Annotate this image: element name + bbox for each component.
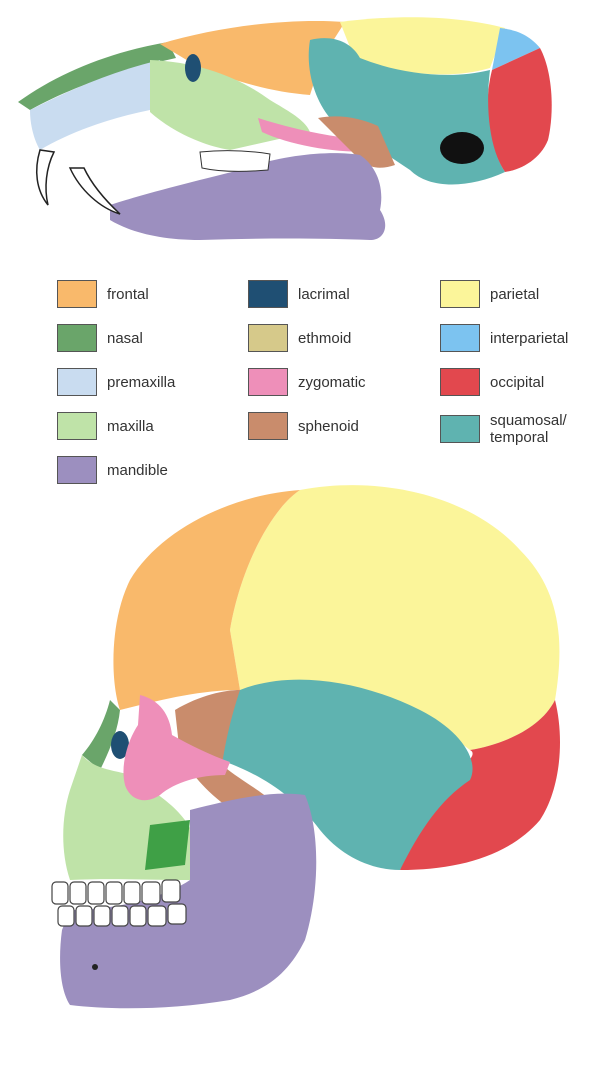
legend-swatch-lacrimal <box>248 280 288 308</box>
legend-swatch-maxilla <box>57 412 97 440</box>
human-skull-illustration <box>0 470 605 1070</box>
rat-auditory-opening <box>440 132 484 164</box>
legend-item-frontal: frontal <box>57 280 149 308</box>
legend-swatch-nasal <box>57 324 97 352</box>
bone-color-legend: frontalnasalpremaxillamaxillamandiblelac… <box>0 272 605 492</box>
legend-label-premaxilla: premaxilla <box>107 374 175 391</box>
legend-item-maxilla: maxilla <box>57 412 154 440</box>
legend-label-lacrimal: lacrimal <box>298 286 350 303</box>
legend-swatch-zygomatic <box>248 368 288 396</box>
legend-label-nasal: nasal <box>107 330 143 347</box>
legend-swatch-frontal <box>57 280 97 308</box>
legend-item-parietal: parietal <box>440 280 539 308</box>
human-mental-foramen <box>92 964 98 970</box>
legend-swatch-premaxilla <box>57 368 97 396</box>
legend-label-parietal: parietal <box>490 286 539 303</box>
legend-swatch-sphenoid <box>248 412 288 440</box>
legend-item-sphenoid: sphenoid <box>248 412 359 440</box>
human-nasal-fragment <box>145 820 190 870</box>
rat-upper-incisor <box>37 150 54 205</box>
legend-label-ethmoid: ethmoid <box>298 330 351 347</box>
legend-label-frontal: frontal <box>107 286 149 303</box>
legend-item-lacrimal: lacrimal <box>248 280 350 308</box>
rat-lower-incisor <box>70 168 120 214</box>
legend-label-maxilla: maxilla <box>107 418 154 435</box>
rat-molars <box>200 151 270 172</box>
rat-lacrimal-bone <box>185 54 201 82</box>
legend-item-zygomatic: zygomatic <box>248 368 366 396</box>
legend-swatch-interparietal <box>440 324 480 352</box>
legend-label-occipital: occipital <box>490 374 544 391</box>
legend-swatch-squamosal <box>440 415 480 443</box>
legend-item-interparietal: interparietal <box>440 324 568 352</box>
legend-item-ethmoid: ethmoid <box>248 324 351 352</box>
legend-label-squamosal: squamosal/ temporal <box>490 412 567 446</box>
legend-label-zygomatic: zygomatic <box>298 374 366 391</box>
legend-item-occipital: occipital <box>440 368 544 396</box>
legend-swatch-ethmoid <box>248 324 288 352</box>
legend-label-interparietal: interparietal <box>490 330 568 347</box>
legend-item-nasal: nasal <box>57 324 143 352</box>
legend-swatch-occipital <box>440 368 480 396</box>
legend-label-sphenoid: sphenoid <box>298 418 359 435</box>
rat-skull-illustration <box>0 0 605 260</box>
legend-item-premaxilla: premaxilla <box>57 368 175 396</box>
legend-swatch-parietal <box>440 280 480 308</box>
legend-item-squamosal: squamosal/ temporal <box>440 412 567 446</box>
